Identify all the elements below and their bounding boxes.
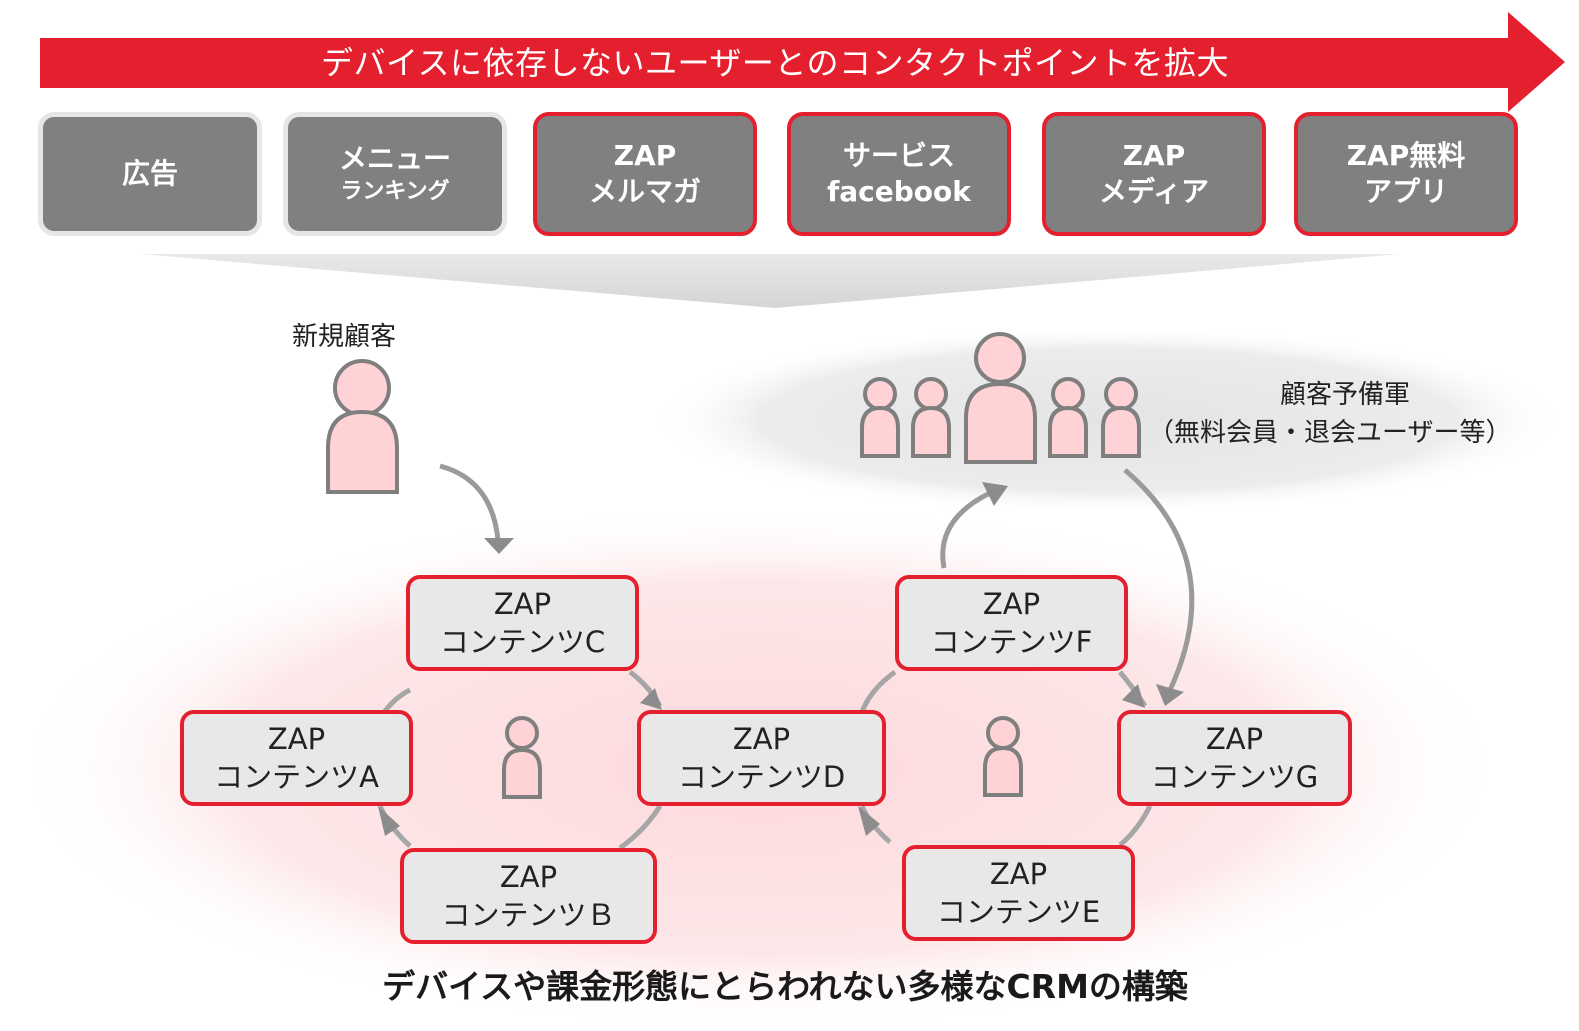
to-reserve-arrow	[940, 490, 992, 569]
banner-text: デバイスに依存しないユーザーとのコンタクトポイントを拡大	[320, 44, 1230, 82]
content-c-line2: コンテンツC	[439, 625, 606, 659]
banner-arrow	[40, 12, 1565, 112]
channel-facebook-line1: サービス	[842, 139, 955, 172]
new-customer-label: 新規顧客	[292, 322, 397, 352]
content-b-line2: コンテンツＢ	[441, 898, 616, 932]
content-node-a: ZAP コンテンツA	[180, 710, 413, 806]
content-c-line1: ZAP	[493, 587, 552, 621]
funnel-shape	[140, 254, 1400, 308]
channel-ad: 広告	[38, 112, 262, 236]
content-node-d: ZAP コンテンツD	[637, 710, 886, 806]
content-a-line1: ZAP	[267, 722, 326, 756]
to-g-arrow	[1123, 468, 1195, 692]
content-node-b: ZAP コンテンツＢ	[400, 848, 657, 944]
channel-media-line2: メディア	[1098, 175, 1210, 208]
content-node-g: ZAP コンテンツG	[1117, 710, 1352, 806]
channel-menu-line1: メニュー	[338, 142, 451, 175]
loop-right-person-icon	[983, 716, 1023, 797]
content-d-line2: コンテンツD	[677, 760, 846, 794]
content-b-line1: ZAP	[499, 860, 558, 894]
channel-mailmag-line1: ZAP	[613, 139, 677, 172]
channel-zap-media: ZAP メディア	[1042, 112, 1266, 236]
footer-title: デバイスや課金形態にとらわれない多様なCRMの構築	[382, 967, 1188, 1006]
content-node-c: ZAP コンテンツC	[406, 575, 639, 671]
new-customer-arrow	[439, 463, 501, 541]
content-f-line2: コンテンツF	[930, 625, 1093, 659]
content-g-line2: コンテンツG	[1150, 760, 1319, 794]
channel-menu-line2: ランキング	[340, 179, 450, 204]
content-g-line1: ZAP	[1205, 722, 1264, 756]
channel-menu-ranking: メニュー ランキング	[283, 112, 507, 236]
loop-left-person-icon	[502, 716, 542, 799]
channel-zap-mailmag: ZAP メルマガ	[533, 112, 757, 236]
content-node-e: ZAP コンテンツE	[902, 845, 1135, 941]
channel-app-line2: アプリ	[1363, 175, 1448, 208]
content-f-line1: ZAP	[982, 587, 1041, 621]
content-a-line2: コンテンツA	[214, 760, 379, 794]
channel-mailmag-line2: メルマガ	[588, 175, 701, 208]
content-e-line1: ZAP	[989, 857, 1048, 891]
new-customer-person-icon	[326, 359, 399, 494]
reserve-note: （無料会員・退会ユーザー等）	[1148, 418, 1512, 448]
content-node-f: ZAP コンテンツF	[895, 575, 1128, 671]
channel-media-line1: ZAP	[1122, 139, 1186, 172]
content-d-line1: ZAP	[732, 722, 791, 756]
reserve-group-person-icon	[860, 332, 1141, 464]
reserve-title: 顧客予備軍	[1280, 380, 1411, 410]
channel-zap-free-app: ZAP無料 アプリ	[1294, 112, 1518, 236]
content-e-line2: コンテンツE	[936, 895, 1101, 929]
channel-ad-label: 広告	[121, 157, 178, 190]
channel-facebook-line2: facebook	[827, 175, 971, 208]
channel-app-line1: ZAP無料	[1346, 139, 1466, 172]
channel-service-facebook: サービス facebook	[787, 112, 1011, 236]
